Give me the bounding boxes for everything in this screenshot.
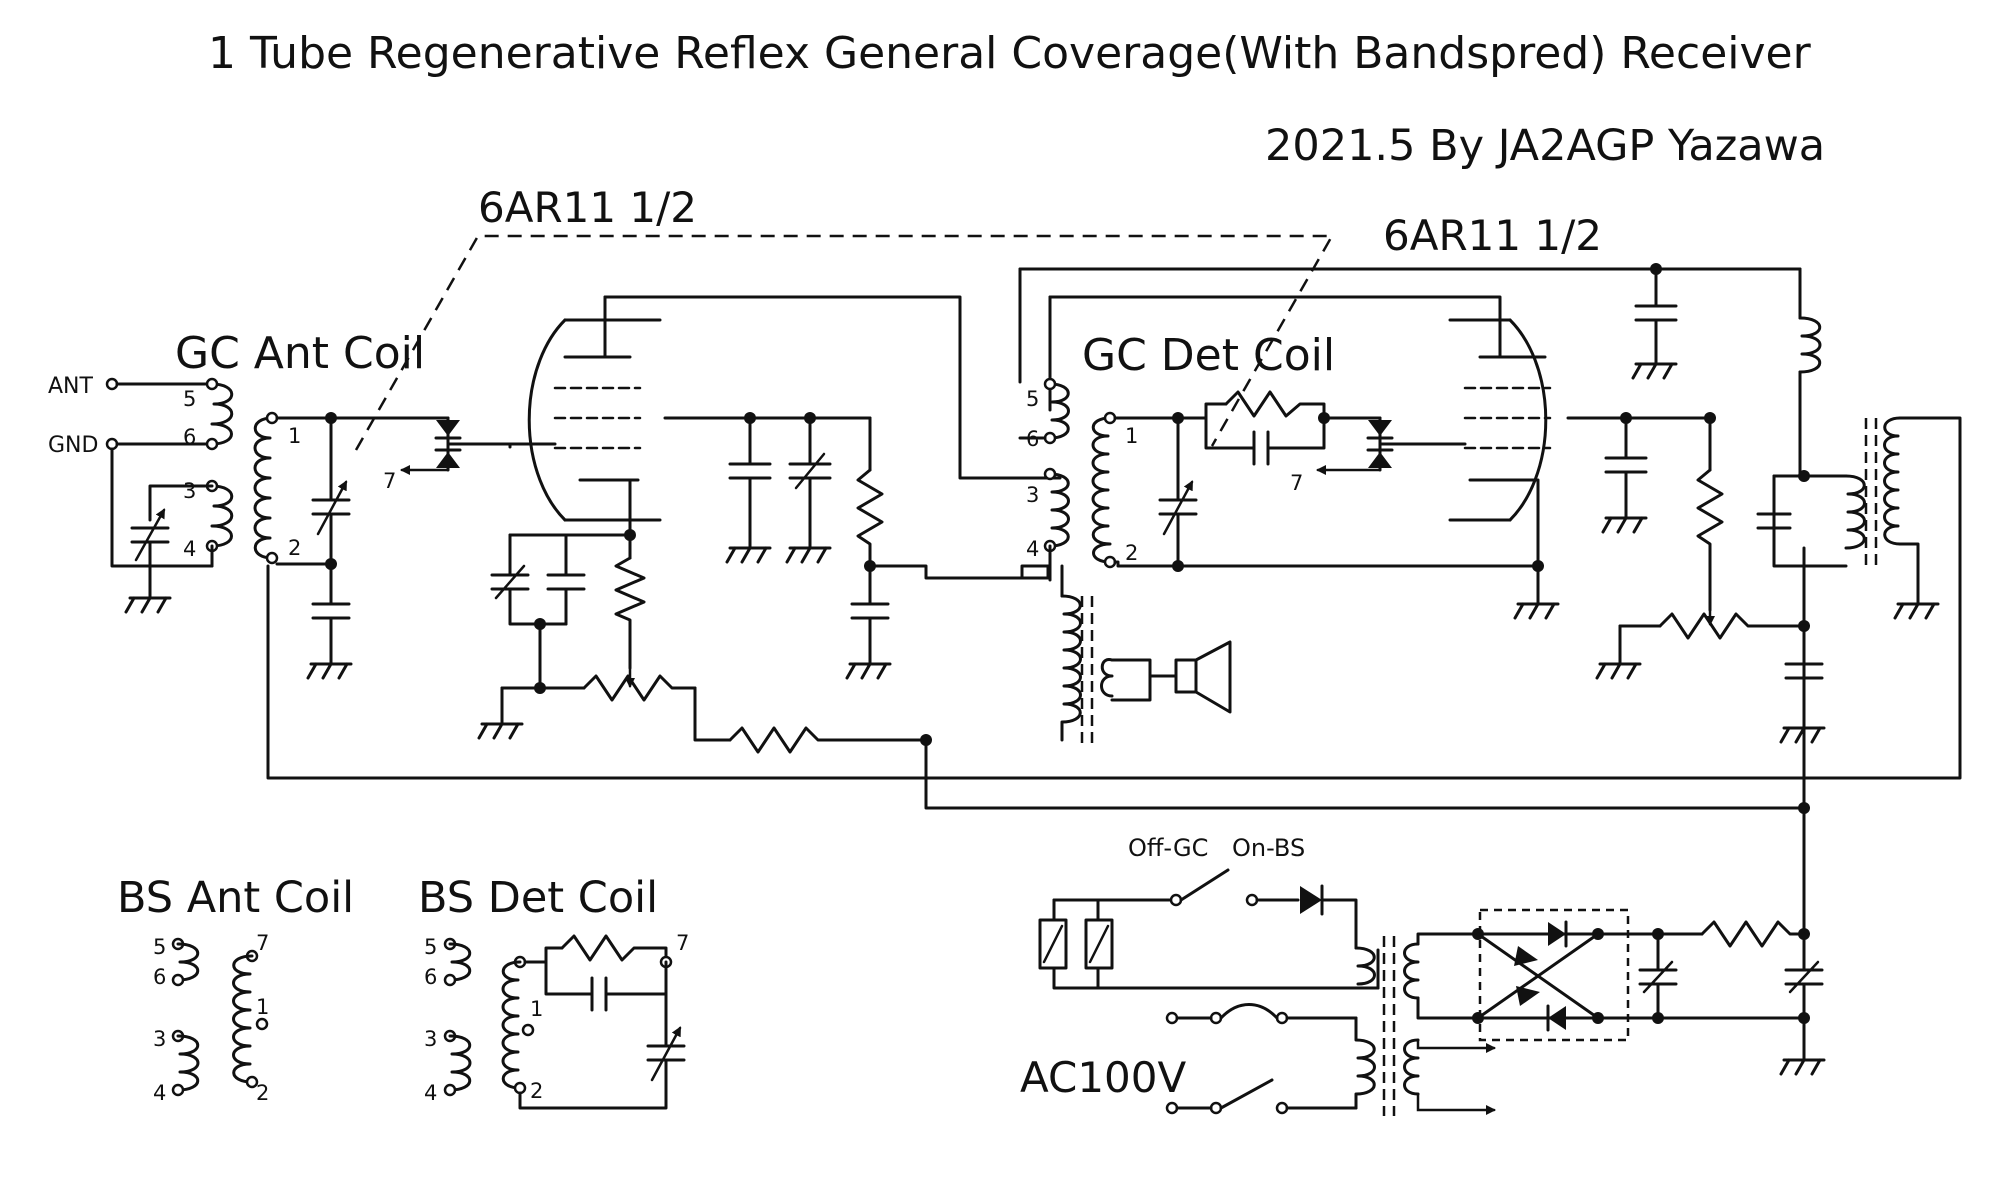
bs-ant-coil-label: BS Ant Coil [117, 873, 354, 923]
gc-ant-pin-5: 5 [183, 387, 196, 411]
bs-det-pin-4: 4 [424, 1081, 437, 1105]
bs-ant-pin-5: 5 [153, 935, 166, 959]
bs-ant-pin-1: 1 [256, 995, 269, 1019]
tube-right-label: 6AR11 1/2 [1383, 211, 1602, 260]
gc-ant-pin-3: 3 [183, 479, 196, 503]
bs-ant-pin-4: 4 [153, 1081, 166, 1105]
tube-left-label: 6AR11 1/2 [478, 183, 697, 232]
bs-det-pin-1: 1 [530, 997, 543, 1021]
ant-tuning-network [275, 412, 512, 680]
tube-left [508, 295, 1062, 541]
gnd-terminal-label: GND [48, 433, 98, 458]
bs-det-pin-7: 7 [676, 931, 689, 955]
switch-off-gc-label: Off-GC [1128, 834, 1208, 862]
ac100v-label: AC100V [1020, 1053, 1186, 1102]
tube-right [1438, 318, 1716, 568]
bs-det-coil-label: BS Det Coil [418, 873, 658, 923]
gang-link [354, 234, 1335, 451]
gc-det-coil-label: GC Det Coil [1082, 330, 1335, 381]
gc-det-pin-3: 3 [1026, 483, 1039, 507]
bs-det-coil: 5 6 3 4 7 1 2 [424, 931, 689, 1110]
gc-det-pin-5: 5 [1026, 387, 1039, 411]
bs-det-pin-5: 5 [424, 935, 437, 959]
diagram-title: 1 Tube Regenerative Reflex General Cover… [208, 28, 1812, 79]
det-tuning-network [1113, 390, 1560, 620]
author-credit: 2021.5 By JA2AGP Yazawa [1265, 121, 1825, 171]
switch-on-bs-label: On-BS [1232, 834, 1305, 862]
left-plate-network [725, 412, 1050, 680]
gc-ant-pin-1: 1 [288, 424, 301, 448]
gc-det-coil: 1 2 5 6 3 4 7 [1018, 267, 1592, 582]
right-supply-network [266, 263, 1962, 930]
gc-ant-pin-6: 6 [183, 425, 196, 449]
bs-det-pin-2: 2 [530, 1079, 543, 1103]
gc-ant-pin-7: 7 [383, 469, 396, 493]
gc-det-pin-1: 1 [1125, 424, 1138, 448]
output-transformer-speaker [1060, 564, 1232, 744]
gc-ant-coil-label: GC Ant Coil [175, 328, 425, 379]
bs-det-pin-3: 3 [424, 1027, 437, 1051]
bs-ant-pin-2: 2 [256, 1081, 269, 1105]
bs-ant-pin-6: 6 [153, 965, 166, 989]
left-cathode-network [477, 533, 932, 754]
gc-det-pin-6: 6 [1026, 427, 1039, 451]
gc-det-pin-2: 2 [1125, 541, 1138, 565]
gc-ant-pin-2: 2 [288, 536, 301, 560]
gc-det-pin-7: 7 [1290, 471, 1303, 495]
bs-ant-coil: 5 6 3 4 7 1 2 [153, 931, 269, 1105]
bs-ant-pin-7: 7 [256, 931, 269, 955]
bs-ant-pin-3: 3 [153, 1027, 166, 1051]
gc-ant-coil: 1 2 5 6 3 4 7 [105, 377, 396, 614]
gc-det-pin-4: 4 [1026, 537, 1039, 561]
bs-det-pin-6: 6 [424, 965, 437, 989]
ant-terminal-label: ANT [48, 374, 94, 399]
right-plate-network [1595, 416, 1810, 680]
gc-ant-pin-4: 4 [183, 537, 196, 561]
power-supply [1038, 868, 1826, 1116]
